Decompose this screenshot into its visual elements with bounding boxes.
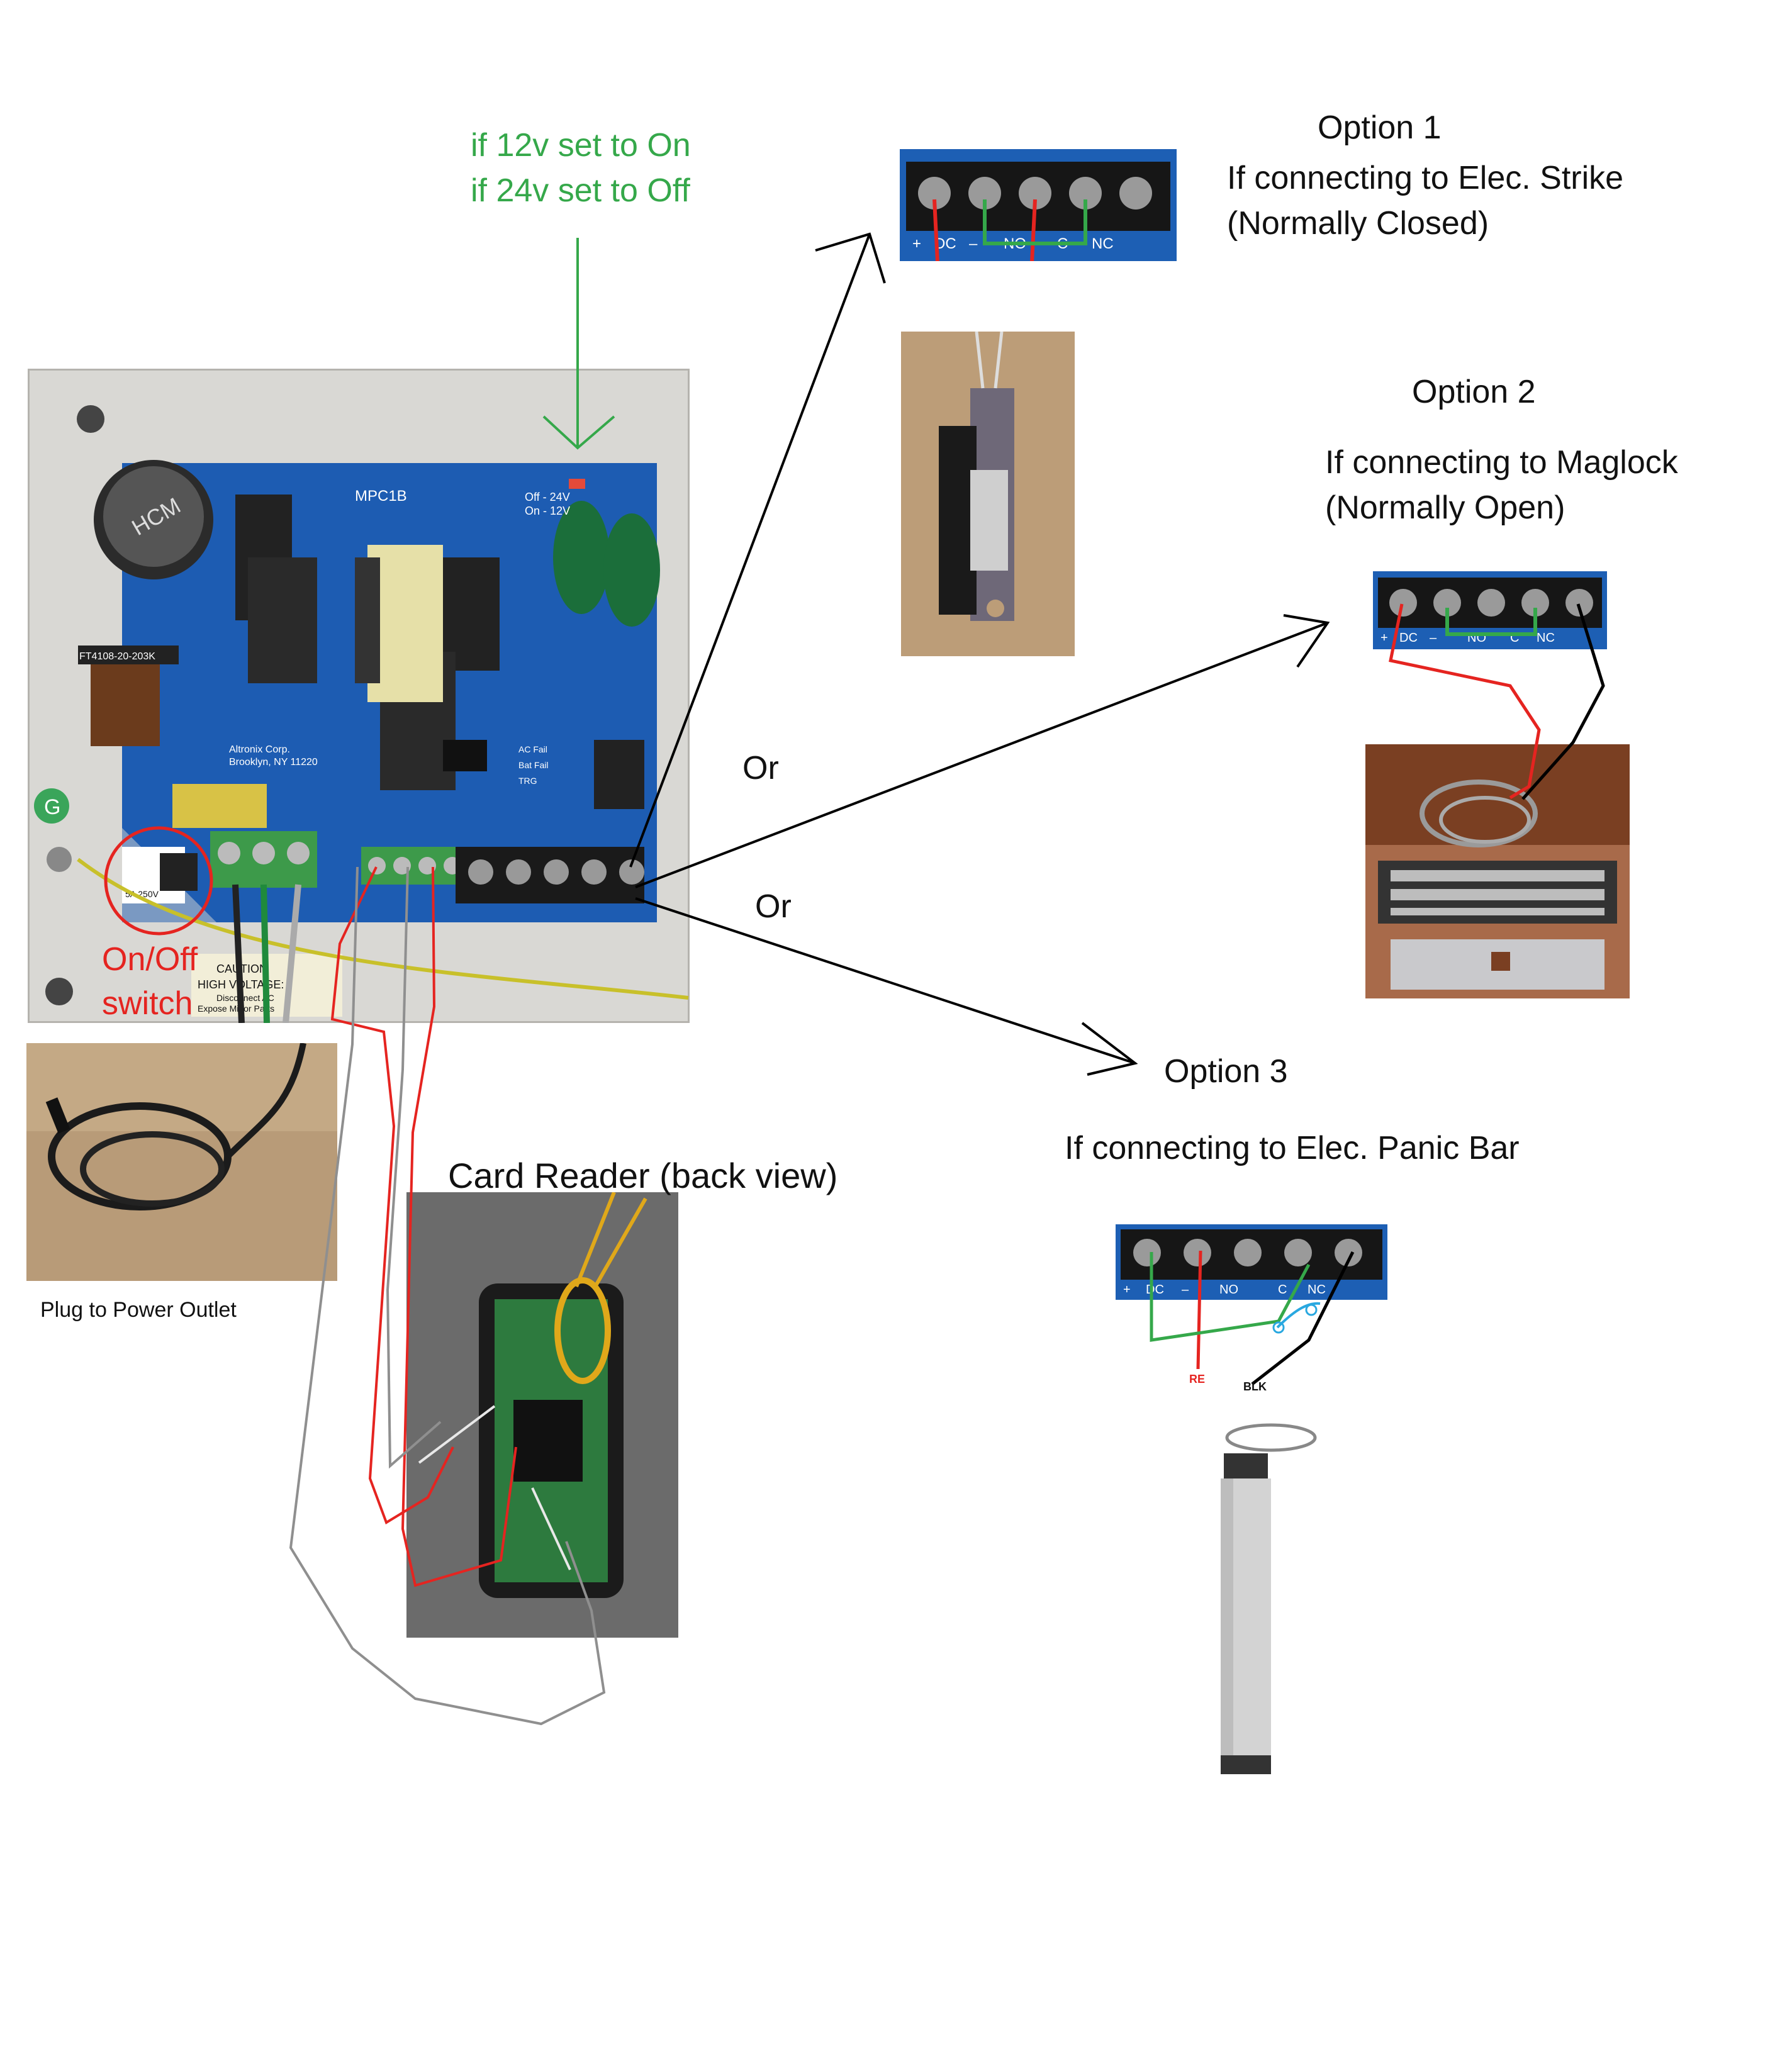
option1-title: Option 1 xyxy=(1318,109,1442,146)
arrow-option2 xyxy=(635,622,1328,888)
option2-line1: If connecting to Maglock xyxy=(1325,444,1678,481)
svg-text:TRG: TRG xyxy=(518,776,537,786)
card-reader-red-wire-1 xyxy=(330,866,454,1524)
onoff-switch-highlight xyxy=(104,826,213,936)
svg-text:NC: NC xyxy=(1537,631,1555,645)
svg-text:–: – xyxy=(969,235,978,252)
black-wire-label: BLK xyxy=(1243,1380,1267,1393)
svg-text:Off - 24V: Off - 24V xyxy=(525,491,570,503)
svg-text:NC: NC xyxy=(1308,1283,1326,1297)
svg-text:5A 250V: 5A 250V xyxy=(125,889,159,899)
maglock-red-wire xyxy=(1389,603,1541,800)
option1-line1: If connecting to Elec. Strike xyxy=(1227,160,1624,196)
option2-title: Option 2 xyxy=(1412,374,1536,410)
arrow-option3 xyxy=(635,897,1136,1065)
card-reader-title: Card Reader (back view) xyxy=(448,1156,838,1195)
card-reader-red-wire-2 xyxy=(401,866,517,1587)
plug-caption: Plug to Power Outlet xyxy=(40,1298,237,1322)
svg-text:+: + xyxy=(1380,631,1388,645)
red-wire-label: RE xyxy=(1189,1373,1205,1385)
svg-text:G: G xyxy=(44,795,60,819)
svg-text:–: – xyxy=(1430,631,1437,645)
option1-terminal-photo: + DC – NO C NC xyxy=(900,149,1177,261)
electric-strike-photo xyxy=(901,332,1075,656)
panic-bar-photo xyxy=(1196,1416,1321,1780)
panic-cyan-wire xyxy=(1276,1302,1321,1329)
svg-text:MPC1B: MPC1B xyxy=(355,488,407,505)
svg-text:Altronix Corp.: Altronix Corp. xyxy=(229,744,290,755)
onoff-label-line2: switch xyxy=(102,985,193,1022)
maglock-black-wire xyxy=(1521,603,1605,800)
voltage-note-line1: if 12v set to On xyxy=(471,127,691,164)
svg-text:DC: DC xyxy=(1399,631,1418,645)
power-cord-photo xyxy=(26,1043,337,1281)
svg-text:Brooklyn, NY 11220: Brooklyn, NY 11220 xyxy=(229,757,318,768)
svg-text:On - 12V: On - 12V xyxy=(525,505,570,517)
svg-text:C: C xyxy=(1278,1283,1287,1297)
or-label-1: Or xyxy=(742,750,779,786)
svg-text:–: – xyxy=(1182,1283,1189,1297)
svg-text:FT4108-20-203K: FT4108-20-203K xyxy=(79,651,155,662)
panic-black-wire xyxy=(1251,1251,1355,1385)
power-supply-board-photo: HCM FT4108-20-203K MPC1B Off - 24V On - … xyxy=(28,369,690,1023)
svg-text:+: + xyxy=(1123,1283,1131,1297)
svg-text:+: + xyxy=(912,235,921,252)
option2-terminal-photo: + DC – NO C NC xyxy=(1373,571,1607,649)
arrow-option1 xyxy=(629,233,871,868)
card-reader-grey-wire-2 xyxy=(386,866,442,1469)
maglock-photo xyxy=(1365,744,1630,998)
svg-text:NO: NO xyxy=(1219,1283,1238,1297)
panic-red-wire xyxy=(1196,1250,1202,1370)
svg-text:NC: NC xyxy=(1092,235,1114,252)
option2-line2: (Normally Open) xyxy=(1325,489,1565,526)
panic-green-wire xyxy=(1150,1252,1311,1342)
card-reader-photo xyxy=(406,1192,678,1638)
option3-title: Option 3 xyxy=(1164,1053,1288,1090)
option3-line1: If connecting to Elec. Panic Bar xyxy=(1065,1130,1520,1166)
onoff-label-line1: On/Off xyxy=(102,941,198,978)
svg-text:Expose Minor Parts: Expose Minor Parts xyxy=(198,1003,274,1014)
option1-line2: (Normally Closed) xyxy=(1227,205,1489,242)
or-label-2: Or xyxy=(755,888,792,925)
svg-text:Bat Fail: Bat Fail xyxy=(518,760,548,770)
voltage-note-line2: if 24v set to Off xyxy=(471,172,690,209)
card-reader-grey-wire-1 xyxy=(289,866,606,1726)
option3-terminal-photo: + DC – NO C NC xyxy=(1116,1224,1387,1300)
svg-text:AC Fail: AC Fail xyxy=(518,744,547,754)
svg-text:Disconnect AC: Disconnect AC xyxy=(216,993,274,1003)
